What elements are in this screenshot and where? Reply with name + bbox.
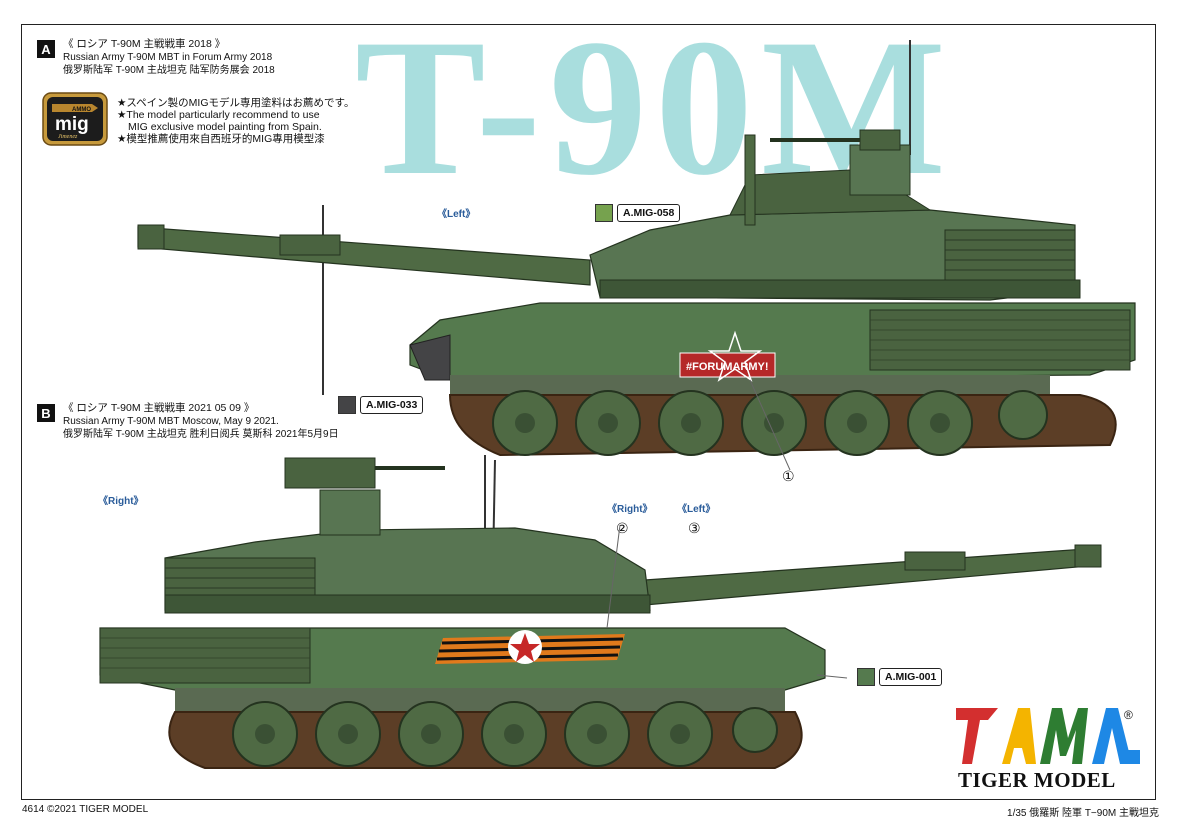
mig-logo-bottom: Jimenez — [58, 134, 78, 140]
section-b-badge: B — [37, 404, 55, 422]
footer-left: 4614 ©2021 TIGER MODEL — [22, 804, 149, 815]
decal-text: #FORUMARMY! — [686, 361, 769, 373]
marker-3-label: 《Left》 — [677, 504, 716, 515]
mig-logo-main: mig — [55, 114, 89, 135]
paint-note-en2: MIG exclusive model painting from Spain. — [128, 121, 322, 133]
section-a-title-cn: 俄罗斯陆军 T-90M 主战坦克 陆军防务展会 2018 — [63, 65, 275, 76]
page-frame — [21, 24, 1156, 800]
section-a-left-label: 《Left》 — [437, 209, 476, 220]
paint-note-en1: ★The model particularly recommend to use — [117, 109, 320, 121]
mig-logo-top: AMMO — [72, 107, 91, 113]
swatch-mig-033 — [338, 396, 356, 414]
tank-a-wheels — [492, 390, 1048, 456]
section-b-info: 《 ロシア T-90M 主戦戦車 2021 05 09 》 Russian Ar… — [63, 402, 339, 441]
section-b-title-jp: 《 ロシア T-90M 主戦戦車 2021 05 09 》 — [63, 402, 255, 414]
chip-label-mig-001: A.MIG-001 — [879, 668, 943, 686]
tank-b-turret — [164, 457, 651, 614]
section-a-title-en: Russian Army T-90M MBT in Forum Army 201… — [63, 52, 273, 63]
registered-mark: ® — [1124, 708, 1133, 722]
swatch-mig-001 — [857, 668, 875, 686]
section-b-right-label: 《Right》 — [98, 496, 144, 507]
paint-note: ★スペイン製のMIGモデル専用塗料はお薦めです。 ★The model part… — [117, 97, 354, 145]
tank-a-drawing: #FORUMARMY! — [137, 40, 1136, 471]
section-b-title-en: Russian Army T-90M MBT Moscow, May 9 202… — [63, 416, 279, 427]
brand-name: TIGER MODEL — [958, 768, 1116, 792]
footer-right: 1/35 俄羅斯 陸軍 T−90M 主戰坦克 — [1007, 808, 1159, 819]
section-a-badge: A — [37, 40, 55, 58]
chip-label-mig-058: A.MIG-058 — [617, 204, 681, 222]
marker-2-label: 《Right》 — [607, 504, 653, 515]
color-chip-mig-001: A.MIG-001 — [857, 668, 943, 686]
marker-1: ① — [782, 468, 795, 484]
section-b-title-cn: 俄罗斯陆军 T-90M 主战坦克 胜利日阅兵 莫斯科 2021年5月9日 — [63, 429, 339, 440]
marker-3: ③ — [688, 520, 701, 536]
paint-note-cn: ★模型推薦使用來自西班牙的MIG專用模型漆 — [117, 133, 325, 145]
tank-a-turret — [589, 129, 1081, 301]
color-chip-mig-058: A.MIG-058 — [595, 204, 681, 222]
paint-note-jp: ★スペイン製のMIGモデル専用塗料はお薦めです。 — [117, 97, 355, 109]
st-george-ribbon-decal — [435, 630, 625, 664]
tank-b-drawing — [99, 455, 1102, 769]
section-a-info: 《 ロシア T-90M 主戦戦車 2018 》 Russian Army T-9… — [63, 38, 275, 77]
tiger-model-logo-icon — [956, 708, 1140, 764]
forum-army-decal: #FORUMARMY! — [679, 330, 776, 382]
tank-a-gun — [137, 224, 591, 286]
chip-label-mig-033: A.MIG-033 — [360, 396, 424, 414]
section-a-title-jp: 《 ロシア T-90M 主戦戦車 2018 》 — [63, 38, 226, 50]
color-chip-mig-033: A.MIG-033 — [338, 396, 424, 414]
tank-b-gun — [644, 544, 1102, 606]
mig-ammo-logo-icon: AMMO mig Jimenez — [42, 92, 108, 146]
swatch-mig-058 — [595, 204, 613, 222]
